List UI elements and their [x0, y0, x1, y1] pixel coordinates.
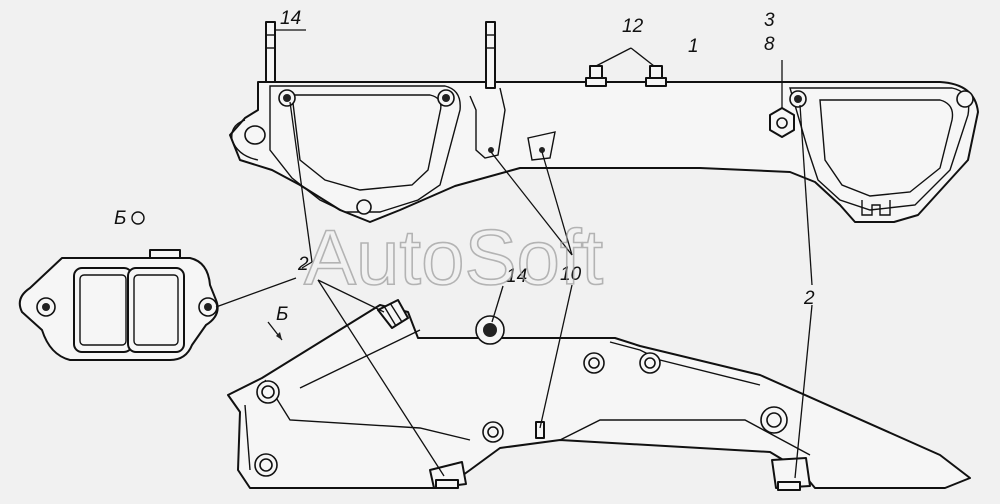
- callout-12: 12: [622, 16, 644, 37]
- view-b-flange: [18, 249, 219, 361]
- callout-14-top: 14: [280, 8, 301, 29]
- view-b-marker: [131, 211, 145, 225]
- stud-14-left: [265, 21, 276, 83]
- callout-3: 3: [764, 10, 775, 31]
- stud-center: [485, 21, 496, 89]
- view-b-title: Б: [114, 208, 126, 229]
- callout-10: 10: [560, 264, 582, 285]
- leader-lines: [215, 29, 813, 479]
- callout-2-left: 2: [297, 254, 309, 275]
- view-b-arrow-label: Б: [276, 304, 288, 325]
- callout-8: 8: [764, 34, 775, 55]
- callout-2-right: 2: [803, 288, 815, 309]
- callout-14-center: 14: [506, 266, 527, 287]
- callout-1: 1: [688, 36, 699, 57]
- upper-manifold: [229, 81, 979, 223]
- watermark: AutoSoft: [304, 213, 604, 301]
- lower-manifold: [227, 299, 971, 491]
- callout-labels: 14 12 1 3 8 Б 2 14 10 2 Б: [114, 8, 815, 325]
